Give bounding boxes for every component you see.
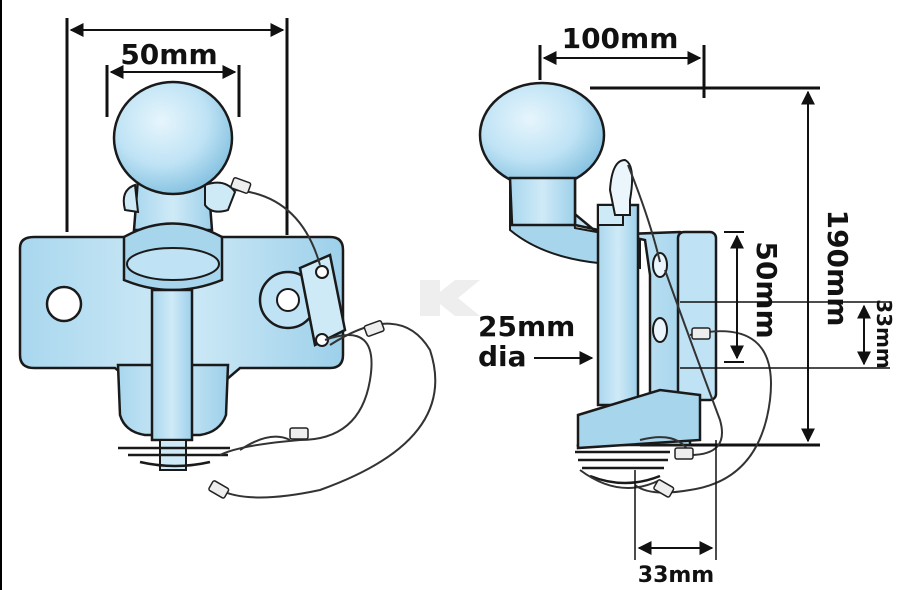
- side-r-clip: [575, 450, 670, 485]
- front-swivel-bracket: [258, 253, 347, 347]
- front-view: 50mm: [18, 18, 437, 499]
- side-total-height-dimension: 190mm: [801, 90, 854, 443]
- side-total-height-label: 190mm: [821, 210, 854, 327]
- side-coupling-pin: [596, 203, 640, 407]
- front-lock-lever: [204, 181, 237, 213]
- side-ball-offset-dimension: 100mm: [538, 22, 706, 98]
- side-pin-diameter-label-1: 25mm: [478, 310, 575, 343]
- side-jaw-block: [676, 230, 718, 402]
- front-bolt-hole: [45, 285, 83, 323]
- side-jaw-height-label: 50mm: [750, 241, 783, 338]
- side-jaw-height-dimension: 50mm: [724, 231, 783, 363]
- side-lower-jaw: [576, 388, 702, 450]
- side-bottom-width-label: 33mm: [638, 563, 714, 588]
- front-ball-width-label: 50mm: [120, 38, 217, 71]
- side-tow-ball: [478, 81, 606, 189]
- front-r-clip: [118, 446, 230, 468]
- side-pin-diameter-callout: 25mm dia: [478, 310, 594, 373]
- front-coupling-pin: [150, 288, 194, 442]
- front-outer-width-dimension: [65, 18, 289, 235]
- front-ball-width-dimension: 50mm: [105, 38, 241, 117]
- side-view: 100mm 190mm: [478, 22, 896, 588]
- image-left-border: [0, 0, 2, 590]
- side-ball-offset-label: 100mm: [562, 22, 679, 55]
- watermark-logo: [420, 280, 480, 316]
- side-lock-lever: [608, 158, 634, 216]
- side-jaw-gap-label: 33mm: [872, 299, 896, 369]
- side-bottom-width-dimension: 33mm: [634, 440, 717, 588]
- front-tow-ball: [112, 80, 234, 196]
- side-pin-diameter-label-2: dia: [478, 340, 527, 373]
- side-jaw-gap-dimension: 33mm: [680, 299, 896, 369]
